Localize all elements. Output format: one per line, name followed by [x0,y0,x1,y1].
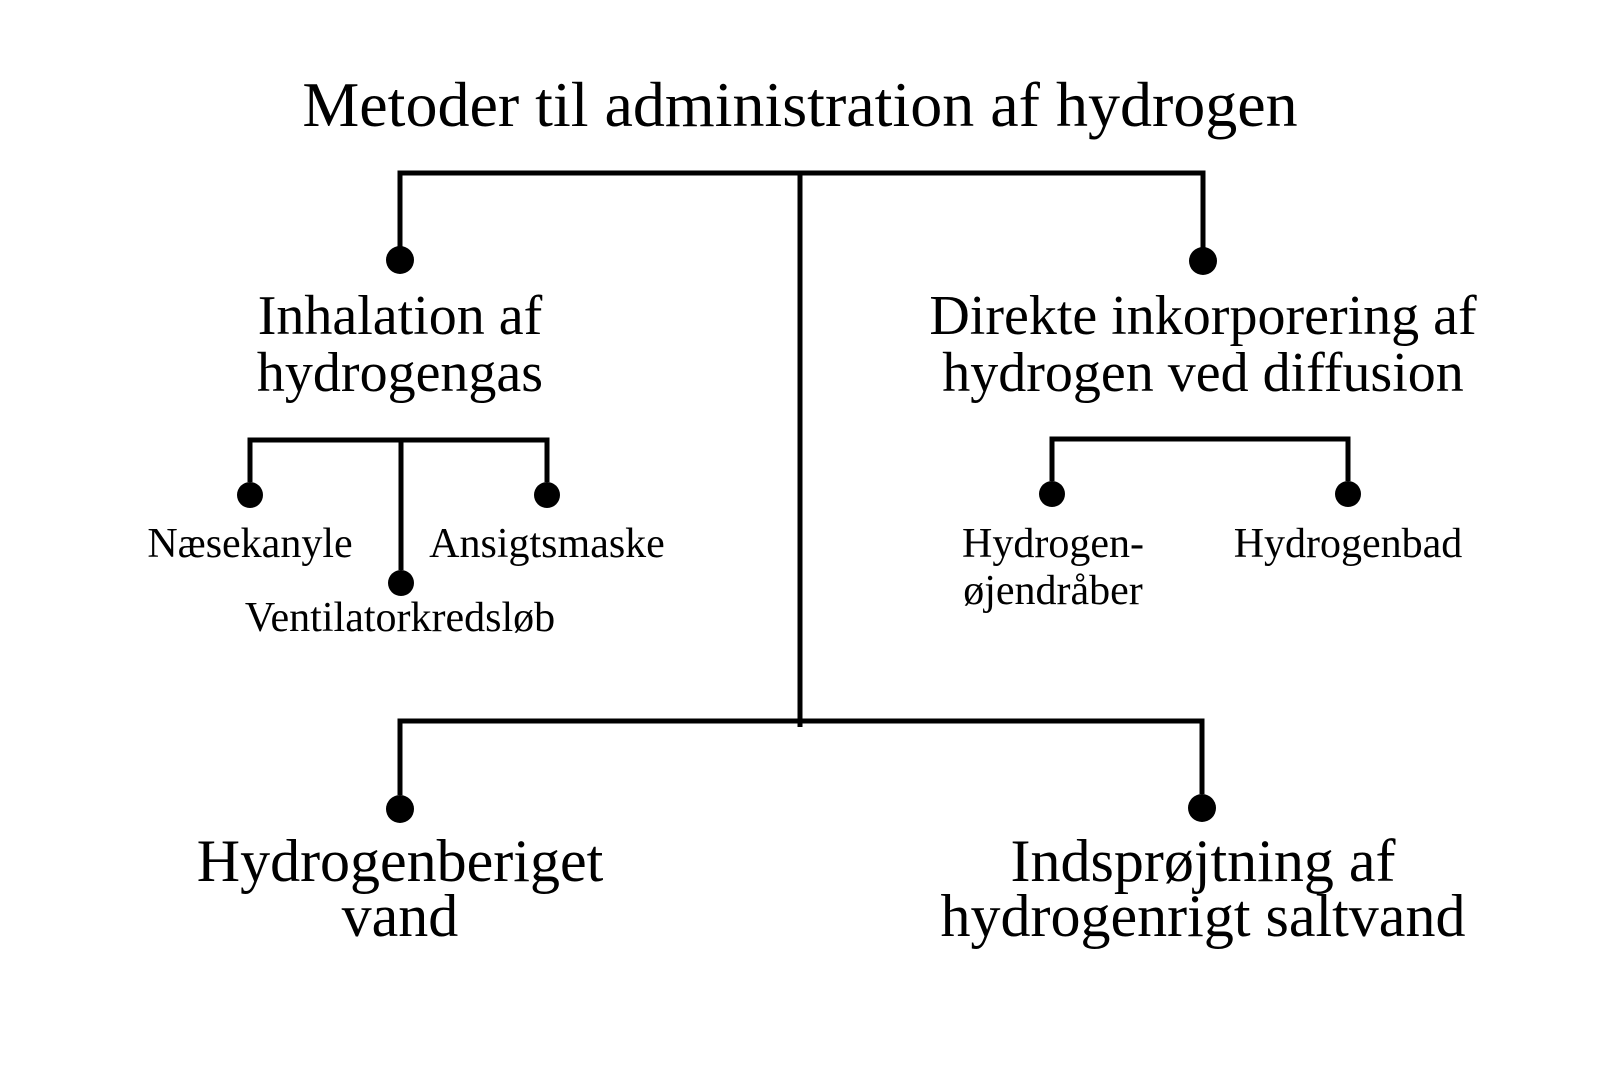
branch-label-indsprojtning: Indsprøjtning af hydrogenrigt saltvand [940,828,1466,949]
node-dot-inhalation [386,246,414,274]
label-line: Ansigtsmaske [429,521,665,567]
node-dot-indsprojtning [1188,794,1216,822]
label-line: Hydrogenbad [1233,521,1463,567]
leaf-label-ventilatorkredslob: Ventilatorkredsløb [245,595,555,642]
label-line: Direkte inkorporering af [929,285,1477,347]
bottom-bracket-line [397,718,1205,795]
node-dot-hydrogenberiget-vand [386,795,414,823]
label-line: øjendråber [963,568,1143,614]
tree-connectors [247,170,1351,795]
label-line: Inhalation af [257,285,543,347]
label-line: Indsprøjtning af [1010,828,1396,894]
node-dot-hydrogenbad [1335,481,1361,507]
node-dot-direkte [1189,247,1217,275]
branch-label-hydrogenberiget-vand: Hydrogenberiget vand [196,828,604,949]
node-dot-ansigtsmaske [534,482,560,508]
label-line: hydrogen ved diffusion [942,342,1464,404]
branch-label-inhalation: Inhalation af hydrogengas [257,288,543,402]
label-line: Hydrogen- [962,521,1144,567]
label-line: Næsekanyle [147,521,353,567]
label-line: hydrogengas [256,342,544,404]
branch-label-direkte-inkorporering: Direkte inkorporering af hydrogen ved di… [929,288,1476,402]
label-line: vand [341,883,459,949]
label-line: Hydrogenberiget [196,828,604,894]
leaf-label-hydrogenbad: Hydrogenbad [1234,521,1463,568]
node-dot-ventilatorkredslob [388,570,414,596]
label-line: Ventilatorkredsløb [244,595,556,641]
leaf-label-ansigtsmaske: Ansigtsmaske [429,521,665,568]
right-subbracket-line [1049,436,1351,481]
leaf-label-naesekanyle: Næsekanyle [147,521,352,568]
node-dots [237,246,1361,823]
node-dot-naesekanyle [237,482,263,508]
diagram-title: Metoder til administration af hydrogen [302,69,1298,140]
label-line: hydrogenrigt saltvand [940,883,1466,949]
node-dot-hydrogen-ojendraber [1039,481,1065,507]
leaf-label-hydrogen-ojendraber: Hydrogen- øjendråber [962,521,1144,615]
